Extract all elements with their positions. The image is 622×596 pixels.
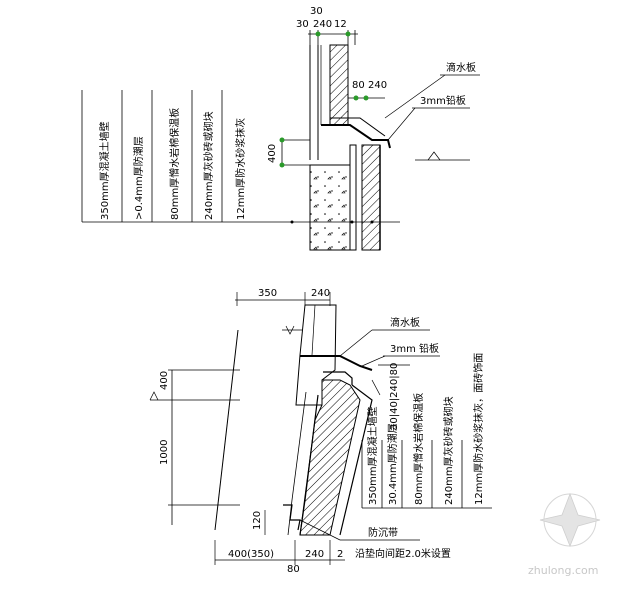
bottom-dim-400-350: 400(350) (228, 549, 274, 560)
top-dim-12: 12 (334, 19, 347, 30)
bottom-label-strip: 防沉带 (368, 526, 398, 539)
top-label-lead: 3mm铅板 (420, 94, 466, 107)
bottom-dim-350: 350 (258, 288, 277, 299)
bottom-label-drip: 滴水板 (390, 316, 420, 329)
top-layer-table: 350mm厚混凝土墙壁 >0.4mm厚防潮层 80mm厚憎水岩棉保温板 240m… (81, 90, 247, 222)
bottom-dim-80: 80 (287, 564, 300, 575)
bottom-dim-240: 240 (311, 288, 330, 299)
top-dim-240: 240 (313, 19, 332, 30)
bottom-detail: 350 240 滴水板 3mm 铅板 400 1000 (149, 288, 492, 575)
top-layer-5: 12mm厚防水砂浆抹灰 (234, 118, 247, 220)
watermark: zhulong.com (528, 492, 601, 577)
bottom-layer-3: 80mm厚憎水岩棉保温板 (412, 393, 425, 505)
bottom-label-stack: 30|40|240|80 (389, 363, 400, 430)
bottom-dim-120: 120 (252, 511, 263, 530)
bottom-layer-table: 350mm厚混凝土墙壁 30.4mm厚防潮层 80mm厚憎水岩棉保温板 240m… (361, 353, 492, 509)
top-dim-30b: 30 (296, 19, 309, 30)
bottom-layer-2: 30.4mm厚防潮层 (386, 423, 399, 505)
bottom-label-note: 沿垫向间距2.0米设置 (355, 547, 451, 560)
bottom-layer-4: 240mm厚灰砂砖或砌块 (442, 396, 455, 505)
top-label-drip: 滴水板 (446, 61, 476, 74)
bottom-layer-5: 12mm厚防水砂浆抹灰，面砖饰面 (472, 353, 485, 505)
top-layer-4: 240mm厚灰砂砖或砌块 (202, 111, 215, 220)
bottom-label-lead: 3mm 铅板 (390, 342, 439, 355)
top-layer-3: 80mm厚憎水岩棉保温板 (168, 108, 181, 220)
top-dim-240b: 240 (368, 80, 387, 91)
watermark-text: zhulong.com (528, 564, 598, 577)
top-detail: 30 30 240 12 80 240 滴水板 3mm铅板 (81, 6, 480, 251)
top-dim-400: 400 (267, 144, 278, 163)
top-dim-80: 80 (352, 80, 365, 91)
top-layer-1: 350mm厚混凝土墙壁 (98, 121, 111, 220)
bottom-dim-2: 2 (337, 549, 343, 560)
top-layer-2: >0.4mm厚防潮层 (132, 136, 145, 220)
bottom-dim-400: 400 (159, 371, 170, 390)
bottom-layer-1: 350mm厚混凝土墙壁 (366, 406, 379, 505)
top-dim-30a: 30 (310, 6, 323, 17)
bottom-dim-240b: 240 (305, 549, 324, 560)
bottom-dim-1000: 1000 (159, 440, 170, 465)
